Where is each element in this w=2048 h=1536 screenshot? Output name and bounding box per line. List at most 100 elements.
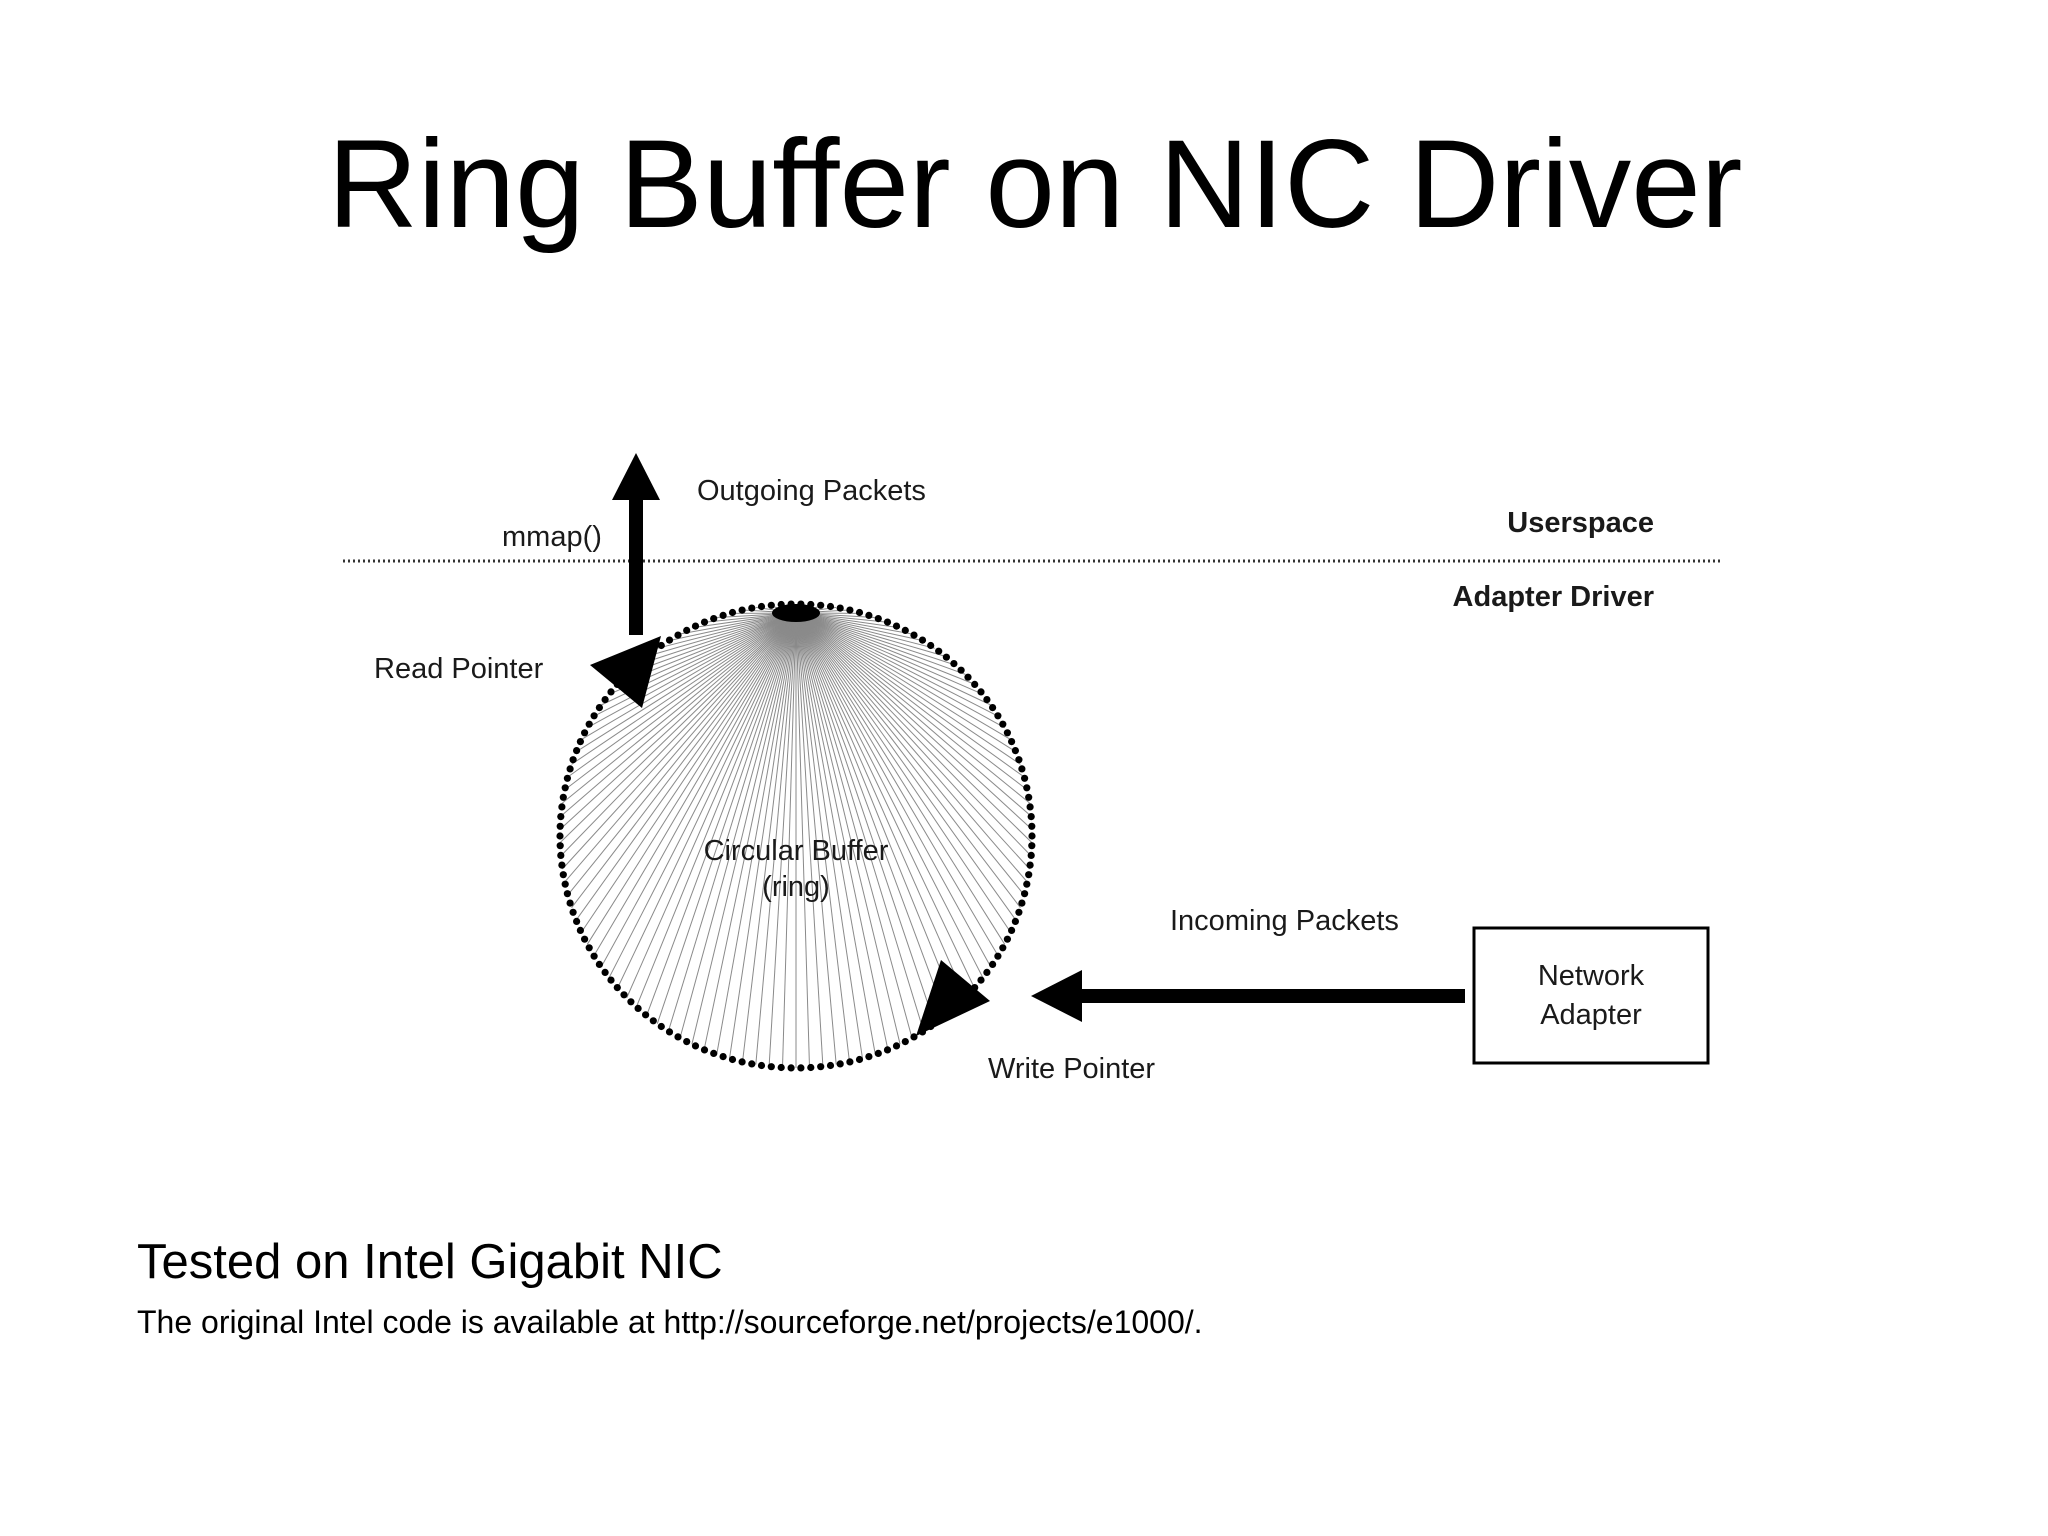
ring-dot (557, 813, 565, 821)
circular-buffer-sublabel: (ring) (762, 871, 830, 903)
ring-dot (595, 704, 604, 712)
ring-dot (569, 756, 577, 764)
ring-spoke (795, 612, 1025, 896)
ring-dot (1018, 899, 1026, 907)
ring-dot (728, 1055, 737, 1064)
ring-dot (559, 871, 567, 879)
outgoing-packets-label: Outgoing Packets (697, 475, 926, 507)
ring-dot (817, 1063, 825, 1071)
mmap-label: mmap() (502, 521, 602, 553)
ring-dot (892, 1042, 901, 1050)
ring-dot (1015, 908, 1023, 916)
ring-dot (719, 1053, 727, 1061)
ring-dot (883, 618, 892, 626)
ring-dot (1028, 832, 1036, 840)
ring-spoke (795, 612, 946, 657)
ring-spoke (593, 612, 797, 717)
ring-dot (563, 890, 572, 898)
ring-dot (561, 784, 569, 792)
ring-dot (935, 647, 943, 655)
slide-title: Ring Buffer on NIC Driver (327, 115, 1743, 254)
ring-dot (983, 968, 991, 977)
network-adapter-label: Network (1538, 960, 1645, 992)
ring-spoke (668, 612, 797, 642)
ring-spoke (795, 612, 999, 717)
ring-spoke (795, 612, 850, 1063)
incoming-packets-label: Incoming Packets (1170, 905, 1399, 937)
ring-dot (557, 851, 565, 860)
footer-heading: Tested on Intel Gigabit NIC (137, 1235, 723, 1289)
ring-dot (590, 712, 598, 720)
ring-dot (942, 653, 951, 661)
ring-spoke (795, 612, 876, 1055)
ring-dot (865, 1053, 873, 1061)
ring-dot (607, 976, 615, 984)
ring-dot (957, 666, 965, 674)
ring-dot (719, 611, 727, 620)
ring-dot (826, 1061, 835, 1070)
ring-spoke (679, 612, 797, 1039)
ring-dot (700, 618, 709, 626)
ring-dot (1008, 926, 1016, 935)
ring-dot (576, 738, 585, 746)
ring-dot (566, 765, 574, 773)
ring-dot (892, 622, 901, 630)
ring-dot (1023, 880, 1031, 888)
ring-dot (836, 604, 844, 612)
ring-dot (559, 793, 567, 801)
ring-dot (558, 803, 566, 811)
ring-spoke (626, 612, 797, 998)
footer-note: The original Intel code is available at … (137, 1304, 1203, 1340)
ring-dot (674, 1033, 682, 1041)
ring-dot (1015, 756, 1023, 764)
ring-dot (989, 960, 997, 969)
ring-dot (918, 636, 927, 644)
ring-spoke (795, 612, 837, 1065)
ring-dot (691, 1042, 700, 1050)
ring-dot (585, 720, 593, 728)
ring-spoke (795, 612, 1005, 729)
ring-spoke (635, 612, 797, 1008)
ring-dot (989, 704, 997, 712)
ring-spoke (795, 612, 966, 675)
ring-spoke (795, 612, 956, 666)
ring-spoke (795, 612, 1028, 791)
ring-spoke (729, 612, 797, 1059)
network-adapter-box (1472, 926, 1710, 1065)
ring-dot (807, 1063, 815, 1072)
ring-dot (1025, 871, 1033, 879)
ring-spoke (571, 612, 797, 909)
ring-dot (748, 1060, 756, 1068)
ring-spoke (795, 612, 901, 1045)
ring-spoke (571, 612, 797, 765)
ring-dot (1028, 842, 1036, 850)
ring-dot (971, 680, 979, 689)
ring-dot (748, 604, 756, 612)
ring-spokes (559, 603, 1033, 1068)
ring-spoke (580, 612, 797, 933)
ring-spoke (795, 612, 1033, 843)
ring-spoke (795, 612, 992, 968)
ring-dot (683, 626, 691, 635)
ring-spoke (657, 612, 797, 649)
ring-spoke (795, 612, 1028, 883)
ring-dot (556, 842, 564, 850)
ring-dot (728, 608, 737, 617)
read-pointer-arrowhead (590, 636, 661, 708)
ring-dot (950, 660, 958, 668)
ring-dot (649, 1017, 657, 1025)
ring-dot (767, 1063, 775, 1071)
ring-dot (1003, 729, 1012, 737)
ring-spoke (795, 612, 999, 957)
ring-spoke (703, 612, 797, 1050)
ring-dot (883, 1046, 892, 1054)
ring-spoke (646, 612, 797, 1016)
ring-dot (683, 1038, 691, 1046)
ring-dot (561, 880, 569, 888)
ring-dot (595, 960, 604, 969)
ring-dot (566, 899, 574, 907)
ring-dot (817, 601, 825, 609)
ring-dot (657, 1022, 665, 1031)
ring-spoke (559, 612, 797, 830)
ring-dot (573, 917, 581, 926)
